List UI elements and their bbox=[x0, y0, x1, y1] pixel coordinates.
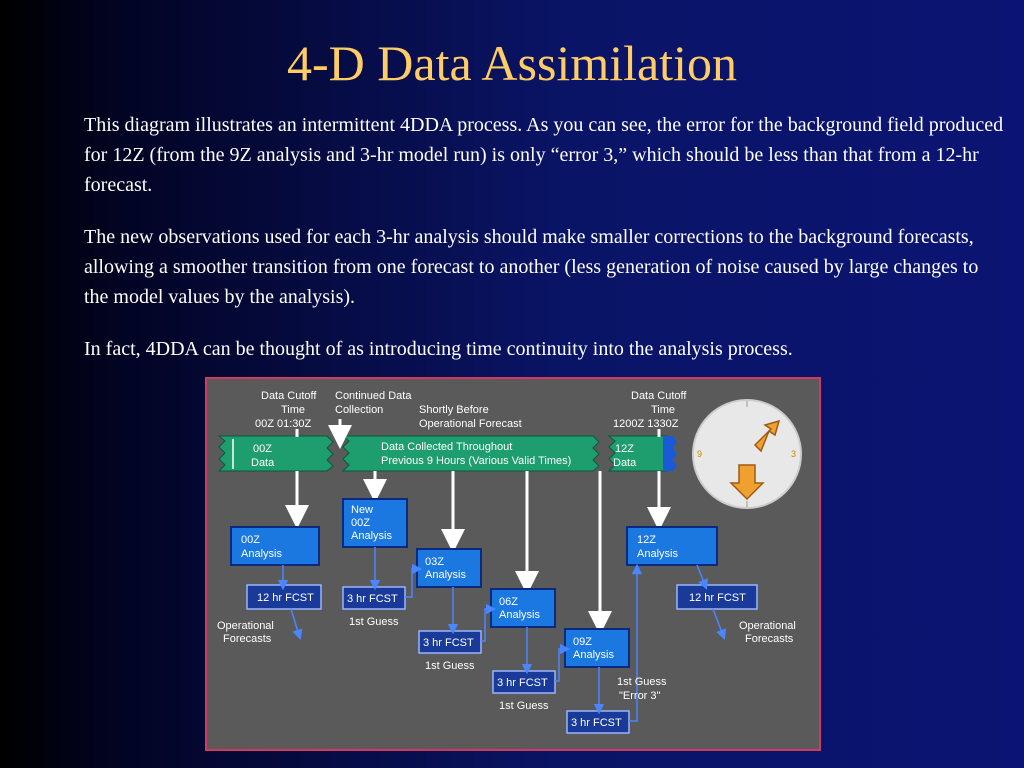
svg-text:Forecasts: Forecasts bbox=[745, 633, 794, 645]
svg-text:Analysis: Analysis bbox=[351, 530, 392, 542]
box-06z-analysis: 06Z Analysis bbox=[490, 588, 556, 628]
label-first-guess-3: 1st Guess bbox=[499, 700, 549, 712]
svg-text:Analysis: Analysis bbox=[499, 609, 540, 621]
svg-text:Collection: Collection bbox=[335, 404, 383, 416]
svg-text:Continued Data: Continued Data bbox=[335, 390, 412, 402]
label-operational-right: Operational Forecasts bbox=[739, 620, 796, 645]
svg-text:9: 9 bbox=[697, 449, 702, 459]
svg-text:3: 3 bbox=[791, 449, 796, 459]
band-label-12z: 12Z bbox=[615, 443, 634, 455]
box-12z-analysis: 12Z Analysis bbox=[626, 526, 718, 566]
svg-text:12 hr FCST: 12 hr FCST bbox=[257, 592, 314, 604]
svg-text:3 hr FCST: 3 hr FCST bbox=[497, 677, 548, 689]
paragraph-continuity: In fact, 4DDA can be thought of as intro… bbox=[84, 338, 793, 360]
band-label-00z-data: Data bbox=[251, 457, 275, 469]
label-first-guess-1: 1st Guess bbox=[349, 616, 399, 628]
svg-text:09Z: 09Z bbox=[573, 636, 592, 648]
svg-text:1200Z 1330Z: 1200Z 1330Z bbox=[613, 418, 679, 430]
clock-icon: 9 3 bbox=[692, 399, 802, 509]
svg-text:Shortly Before: Shortly Before bbox=[419, 404, 489, 416]
svg-text:Operational Forecast: Operational Forecast bbox=[419, 418, 522, 430]
svg-text:06Z: 06Z bbox=[499, 596, 518, 608]
svg-text:3 hr FCST: 3 hr FCST bbox=[347, 593, 398, 605]
svg-text:New: New bbox=[351, 504, 373, 516]
box-09z-analysis: 09Z Analysis bbox=[564, 628, 630, 668]
paragraph-observations: The new observations used for each 3-hr … bbox=[84, 226, 979, 308]
svg-text:00Z 01:30Z: 00Z 01:30Z bbox=[255, 418, 312, 430]
band-label-12z-data: Data bbox=[613, 457, 637, 469]
svg-text:Analysis: Analysis bbox=[573, 649, 614, 661]
page-title: 4-D Data Assimilation bbox=[287, 35, 737, 91]
data-band bbox=[217, 435, 677, 472]
svg-text:3 hr FCST: 3 hr FCST bbox=[423, 637, 474, 649]
box-12hr-fcst-left: 12 hr FCST bbox=[246, 584, 322, 610]
svg-text:Time: Time bbox=[281, 404, 305, 416]
box-3hr-fcst-2: 3 hr FCST bbox=[418, 630, 482, 654]
svg-text:Data Cutoff: Data Cutoff bbox=[261, 390, 317, 402]
label-cutoff-right: Data Cutoff Time 1200Z 1330Z bbox=[613, 390, 687, 430]
svg-text:"Error 3": "Error 3" bbox=[619, 690, 661, 702]
label-shortly-before: Shortly Before Operational Forecast bbox=[419, 404, 522, 430]
svg-text:Time: Time bbox=[651, 404, 675, 416]
band-label-previous-hours: Previous 9 Hours (Various Valid Times) bbox=[381, 455, 571, 467]
svg-text:Data Cutoff: Data Cutoff bbox=[631, 390, 687, 402]
paragraph-intro: This diagram illustrates an intermittent… bbox=[84, 114, 1004, 196]
svg-text:Analysis: Analysis bbox=[637, 548, 678, 560]
box-new-00z-analysis: New 00Z Analysis bbox=[342, 498, 408, 548]
band-label-collected: Data Collected Throughout bbox=[381, 441, 512, 453]
flow-connectors bbox=[277, 547, 727, 722]
svg-text:03Z: 03Z bbox=[425, 556, 444, 568]
label-first-guess-2: 1st Guess bbox=[425, 660, 475, 672]
box-3hr-fcst-1: 3 hr FCST bbox=[342, 586, 406, 610]
box-12hr-fcst-right: 12 hr FCST bbox=[676, 584, 758, 610]
box-3hr-fcst-4: 3 hr FCST bbox=[566, 710, 630, 734]
box-03z-analysis: 03Z Analysis bbox=[416, 548, 482, 588]
label-operational-left: Operational Forecasts bbox=[217, 620, 274, 645]
assimilation-diagram: Data Cutoff Time 00Z 01:30Z Continued Da… bbox=[205, 377, 821, 751]
label-continued-collection: Continued Data Collection bbox=[335, 390, 412, 416]
band-label-00z: 00Z bbox=[253, 443, 272, 455]
label-first-guess-error: 1st Guess "Error 3" bbox=[617, 676, 667, 702]
svg-text:1st Guess: 1st Guess bbox=[617, 676, 667, 688]
svg-text:Analysis: Analysis bbox=[425, 569, 466, 581]
svg-text:Forecasts: Forecasts bbox=[223, 633, 272, 645]
svg-text:12 hr FCST: 12 hr FCST bbox=[689, 592, 746, 604]
svg-text:Operational: Operational bbox=[217, 620, 274, 632]
box-00z-analysis: 00Z Analysis bbox=[230, 526, 320, 566]
diagram-canvas: Data Cutoff Time 00Z 01:30Z Continued Da… bbox=[217, 390, 802, 734]
svg-text:12Z: 12Z bbox=[637, 534, 656, 546]
box-3hr-fcst-3: 3 hr FCST bbox=[492, 670, 556, 694]
svg-text:Analysis: Analysis bbox=[241, 548, 282, 560]
svg-text:00Z: 00Z bbox=[241, 534, 260, 546]
label-cutoff-left: Data Cutoff Time 00Z 01:30Z bbox=[255, 390, 317, 430]
svg-text:3 hr FCST: 3 hr FCST bbox=[571, 717, 622, 729]
svg-text:00Z: 00Z bbox=[351, 517, 370, 529]
svg-text:Operational: Operational bbox=[739, 620, 796, 632]
